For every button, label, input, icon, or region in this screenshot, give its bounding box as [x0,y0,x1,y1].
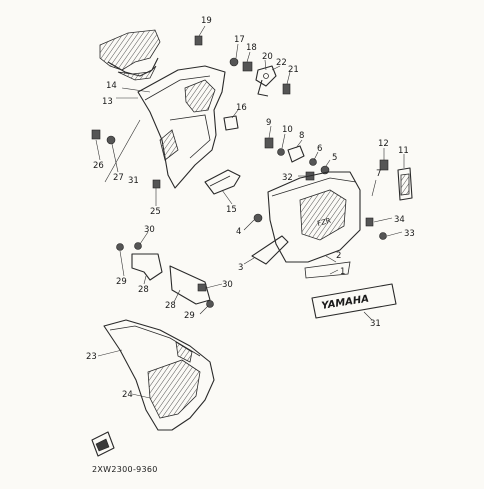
callout-30-lower: 30 [222,280,233,290]
callout-31-upper: 31 [128,176,139,186]
callout-19: 19 [201,16,212,26]
left-side-panel-part [137,65,226,189]
callout-6: 6 [317,144,322,154]
callout-5: 5 [332,153,337,163]
lower-brackets-part [116,242,214,308]
scoop-3-part [251,213,289,265]
callout-2: 2 [336,251,341,261]
callout-17: 17 [234,35,245,45]
callout-33: 33 [404,229,415,239]
callout-13: 13 [102,97,113,107]
main-side-cowling-part: FZR [267,171,361,279]
callout-7: 7 [376,169,381,179]
callout-1: 1 [340,267,345,277]
callout-15: 15 [226,205,237,215]
callout-28-lower: 28 [165,301,176,311]
callout-9: 9 [266,118,271,128]
catalog-code: 2XW2300-9360 [92,465,158,474]
callout-29-upper: 29 [116,277,127,287]
callout-28-upper: 28 [138,285,149,295]
fairing-model-label: FZR [316,217,331,228]
bracket-16-part [223,115,239,131]
stay-assembly-part [194,35,291,97]
callout-14: 14 [106,81,117,91]
callout-4: 4 [236,227,241,237]
callout-24: 24 [122,390,133,400]
callout-21: 21 [288,65,299,75]
callout-29-lower: 29 [184,311,195,321]
yamaha-decal-part: YAMAHA [311,283,397,319]
leader-lines [95,25,405,399]
lower-cowling-part [103,319,215,431]
callout-8: 8 [299,131,304,141]
callout-30-upper: 30 [144,225,155,235]
callout-25: 25 [150,207,161,217]
bolts-33-34-part [365,217,387,240]
callout-32: 32 [282,173,293,183]
callout-3: 3 [238,263,243,273]
duct-15-part [204,169,241,195]
inner-panel-part [99,29,161,81]
callout-22: 22 [276,58,287,68]
callout-20: 20 [262,52,273,62]
callout-34: 34 [394,215,405,225]
callout-16: 16 [236,103,247,113]
bracket-11-part [379,159,413,201]
callout-labels: 19 17 18 20 22 21 14 13 16 9 10 8 6 5 12… [86,16,415,400]
callout-26: 26 [93,161,104,171]
callout-18: 18 [246,43,257,53]
callout-10: 10 [282,125,293,135]
small-emblem-part [91,431,115,457]
bolts-26-27-part [91,129,161,189]
callout-31-lower: 31 [370,319,381,329]
callout-23: 23 [86,352,97,362]
callout-27: 27 [113,173,124,183]
callout-11: 11 [398,146,409,156]
decal-text: YAMAHA [321,294,370,312]
callout-12: 12 [378,139,389,149]
